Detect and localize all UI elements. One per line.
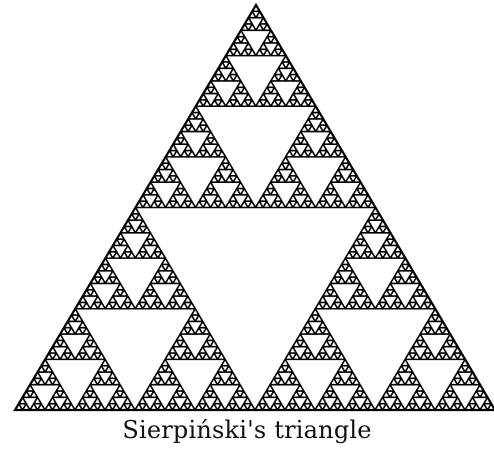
sierpinski-triangle (0, 0, 494, 415)
sierpinski-path (15, 5, 494, 410)
figure-caption: Sierpiński's triangle (0, 414, 494, 446)
fractal-triangles (15, 5, 494, 410)
